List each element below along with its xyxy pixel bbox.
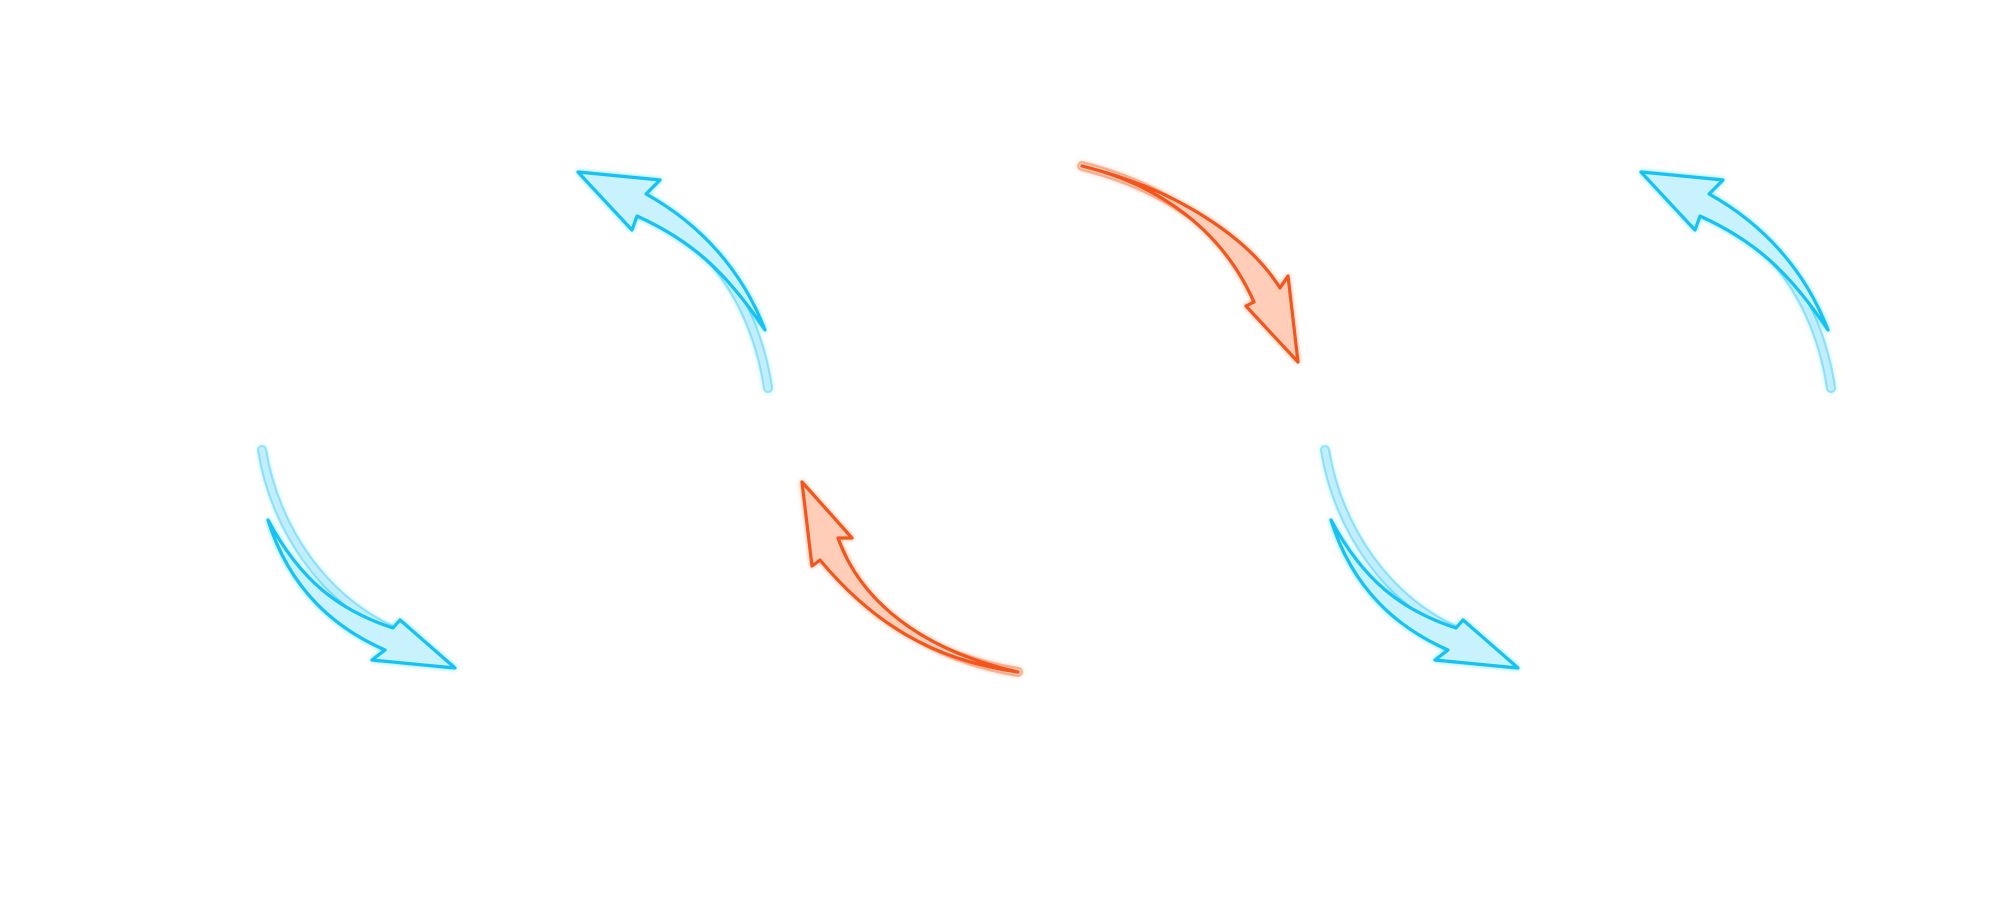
curved-arrow-icon xyxy=(1077,161,1300,364)
curved-arrow-icon xyxy=(1320,445,1520,670)
curved-arrow-icon xyxy=(1639,170,1836,393)
curved-arrow-icon xyxy=(257,445,457,670)
curved-arrow-icon xyxy=(576,170,773,393)
curved-arrow-icon xyxy=(800,480,1023,677)
